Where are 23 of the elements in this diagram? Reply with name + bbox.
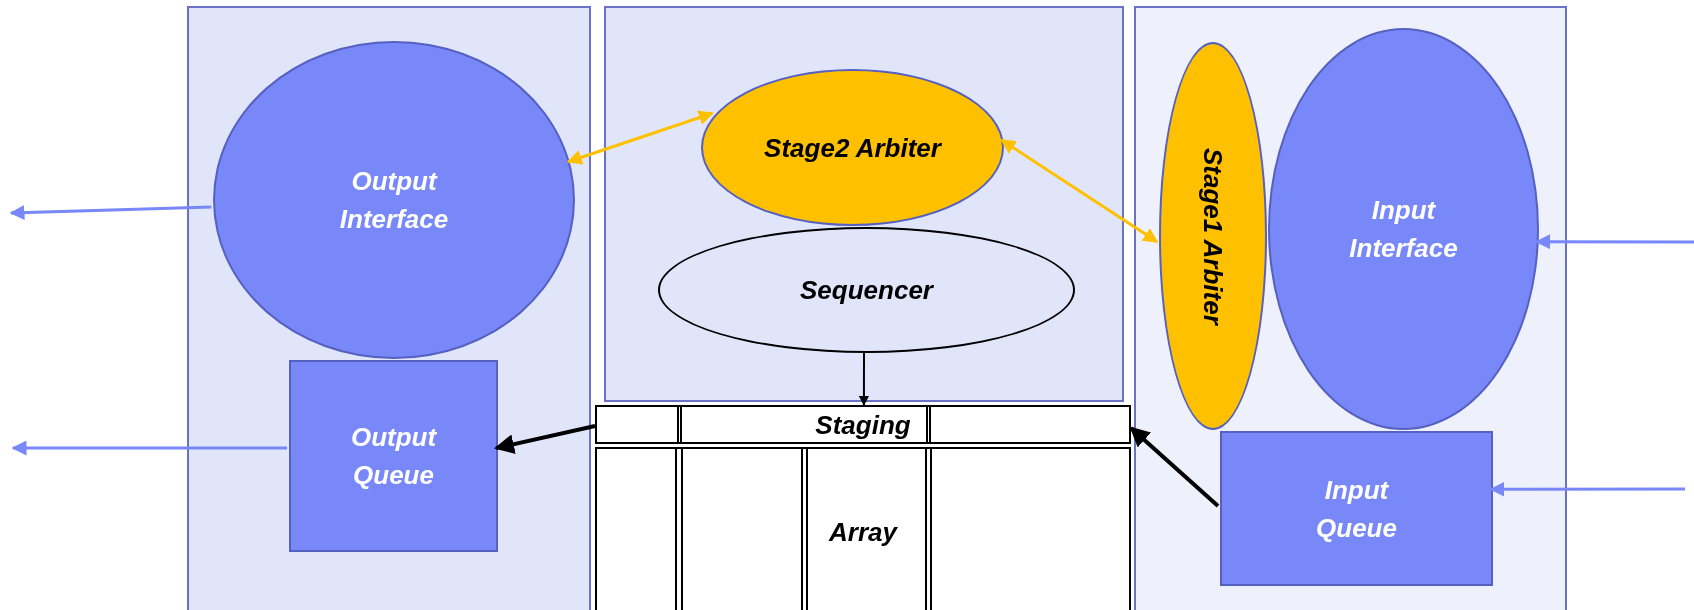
arrow xyxy=(494,424,596,454)
interface-label: Input Interface xyxy=(1348,194,1459,265)
arrow xyxy=(1000,138,1159,244)
arrow xyxy=(858,350,869,406)
arrow xyxy=(1489,481,1685,497)
arrow xyxy=(566,110,714,165)
staging-row xyxy=(595,405,1131,444)
array-grid xyxy=(595,447,1131,610)
queue-label: Output Queue xyxy=(349,421,438,492)
arbiter-label: Stage2 Arbiter xyxy=(764,131,941,165)
panel-box xyxy=(187,6,591,610)
arbiter-label: Stage1 Arbiter xyxy=(1197,147,1229,325)
queue-box xyxy=(289,360,498,552)
queue-box xyxy=(1220,431,1493,586)
sequencer-label: Sequencer xyxy=(800,274,933,307)
panel-box xyxy=(604,6,1124,402)
arrow xyxy=(9,205,212,221)
arrow xyxy=(1535,234,1694,250)
arrow xyxy=(1129,426,1220,508)
queue-label: Input Queue xyxy=(1315,473,1398,545)
arrow xyxy=(11,440,287,456)
panel-box xyxy=(1134,6,1567,610)
interface-label: Output Interface xyxy=(338,165,450,236)
